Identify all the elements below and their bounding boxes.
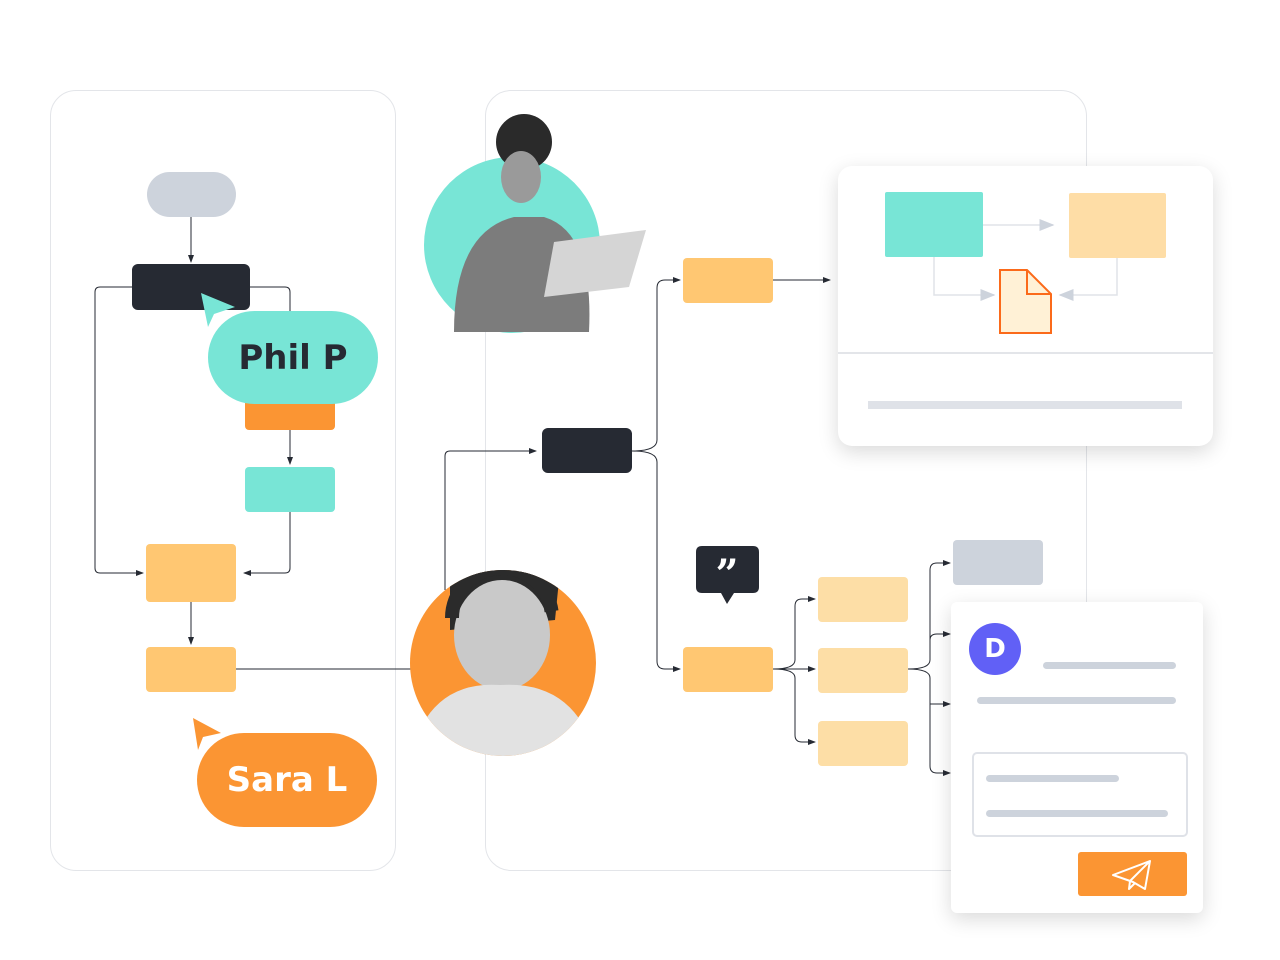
lower-branch-node[interactable] — [683, 647, 773, 692]
gray-node[interactable] — [953, 540, 1043, 585]
preview-diagram — [838, 192, 1213, 409]
user-avatar: D — [969, 623, 1021, 675]
comment-card: D — [951, 602, 1203, 913]
quote-icon: ” — [696, 546, 759, 604]
paper-plane-icon — [1112, 860, 1151, 890]
phil-user-label: Phil P — [208, 311, 378, 404]
reply-input[interactable] — [972, 752, 1188, 837]
sara-avatar-photo — [410, 570, 596, 756]
phil-cursor-icon — [201, 293, 235, 327]
upper-branch-node[interactable] — [683, 258, 773, 303]
decision-node[interactable] — [132, 264, 250, 310]
placeholder-line — [986, 775, 1119, 782]
quote-comment-button[interactable]: ” — [696, 546, 759, 606]
start-node[interactable] — [147, 172, 236, 217]
sara-cursor-icon — [193, 718, 221, 750]
sub-node-1[interactable] — [818, 577, 908, 622]
placeholder-line — [986, 810, 1168, 817]
sara-user-label: Sara L — [197, 733, 377, 827]
diagram-preview-card[interactable] — [838, 166, 1213, 446]
send-button[interactable] — [1078, 852, 1187, 896]
comment-text-line — [977, 697, 1176, 704]
sub-node-2[interactable] — [818, 648, 908, 693]
document-icon — [999, 269, 1052, 334]
comment-author-line — [1043, 662, 1176, 669]
sub-node-3[interactable] — [818, 721, 908, 766]
end-node[interactable] — [146, 647, 236, 692]
svg-text:”: ” — [715, 551, 738, 598]
router-node[interactable] — [542, 428, 632, 473]
phil-avatar-photo — [424, 114, 646, 333]
merge-node[interactable] — [146, 544, 236, 602]
teal-node[interactable] — [245, 467, 335, 512]
